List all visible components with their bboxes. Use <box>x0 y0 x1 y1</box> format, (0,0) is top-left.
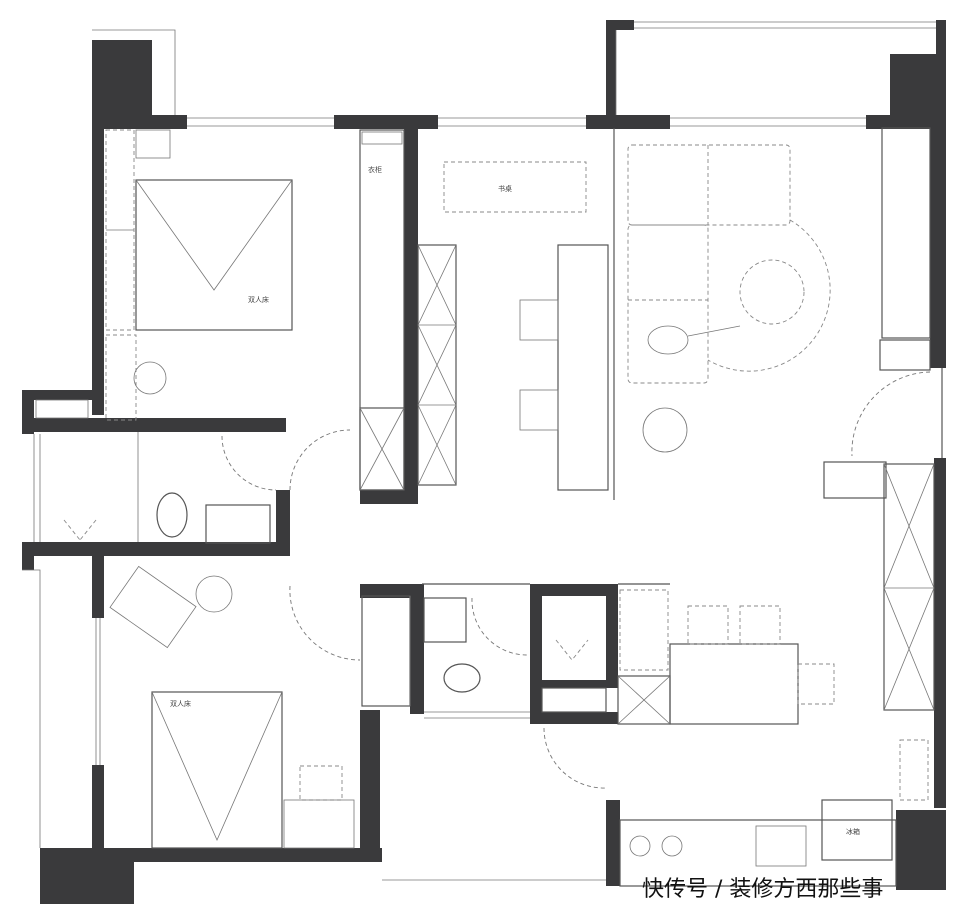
watermark: 快传号 / 装修方西那些事 <box>642 877 883 902</box>
bottom-bedroom: 双人床 <box>109 565 411 849</box>
sofa <box>627 144 791 226</box>
fridge <box>821 799 893 861</box>
walls <box>22 20 946 904</box>
dining-kitchen: 冰箱 <box>543 463 935 887</box>
study-area: 书桌 <box>417 161 609 491</box>
double-bed-top <box>135 179 293 331</box>
dining-table <box>669 643 799 725</box>
toilet-1 <box>156 492 188 538</box>
plant <box>642 407 688 453</box>
wardrobe-label: 衣柜 <box>368 165 382 174</box>
outline-lines <box>22 21 943 881</box>
fridge-label: 冰箱 <box>846 827 860 836</box>
living-room <box>627 127 931 499</box>
bathroom-1 <box>35 399 351 544</box>
toilet-2 <box>443 663 481 693</box>
bed-label-bottom: 双人床 <box>170 699 191 708</box>
bed-label-top: 双人床 <box>248 295 269 304</box>
double-bed-bottom <box>151 691 283 849</box>
bathroom-2 <box>423 597 607 713</box>
coffee-table <box>739 259 805 325</box>
wardrobe <box>359 129 405 491</box>
desk <box>443 161 587 213</box>
desk-label: 书桌 <box>498 184 512 193</box>
sink-1 <box>205 504 271 544</box>
top-bedroom: 双人床 衣柜 <box>105 129 405 491</box>
